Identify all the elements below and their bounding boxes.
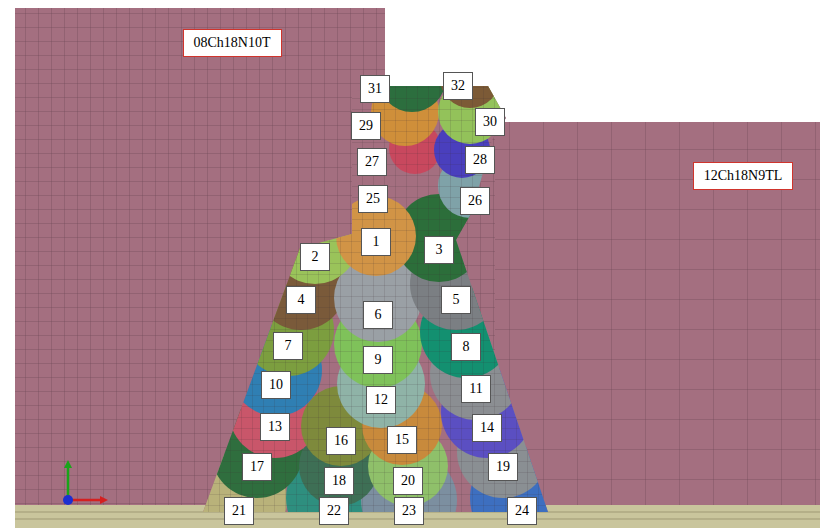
callout-number: 18 [324, 467, 354, 495]
callout-number: 29 [351, 112, 381, 140]
callout-number: 11 [461, 375, 491, 403]
callout-number: 32 [443, 72, 473, 100]
material-label: 08Ch18N10T [183, 29, 282, 57]
callout-number: 2 [300, 243, 330, 271]
callout-number: 16 [326, 427, 356, 455]
callout-number: 5 [441, 286, 471, 314]
callout-number: 20 [393, 467, 423, 495]
callout-number: 24 [507, 497, 537, 525]
callout-number: 22 [319, 497, 349, 525]
callout-number: 17 [242, 453, 272, 481]
callout-number: 14 [472, 414, 502, 442]
callout-number: 8 [451, 333, 481, 361]
callout-number: 15 [387, 426, 417, 454]
callout-number: 6 [363, 301, 393, 329]
callout-number: 19 [488, 453, 518, 481]
callout-number: 13 [260, 413, 290, 441]
callout-number: 12 [366, 386, 396, 414]
callout-number: 26 [460, 187, 490, 215]
callout-number: 27 [357, 148, 387, 176]
callout-number: 30 [475, 108, 505, 136]
callout-number: 10 [261, 371, 291, 399]
material-label: 12Ch18N9TL [693, 162, 794, 190]
callout-number: 7 [273, 332, 303, 360]
callout-number: 3 [424, 236, 454, 264]
callout-number: 9 [363, 346, 393, 374]
callout-number: 31 [360, 75, 390, 103]
callout-number: 21 [224, 497, 254, 525]
callout-number: 4 [286, 286, 316, 314]
callout-number: 23 [394, 497, 424, 525]
callout-number: 28 [465, 146, 495, 174]
callout-number: 25 [358, 185, 388, 213]
callout-number: 1 [361, 228, 391, 256]
